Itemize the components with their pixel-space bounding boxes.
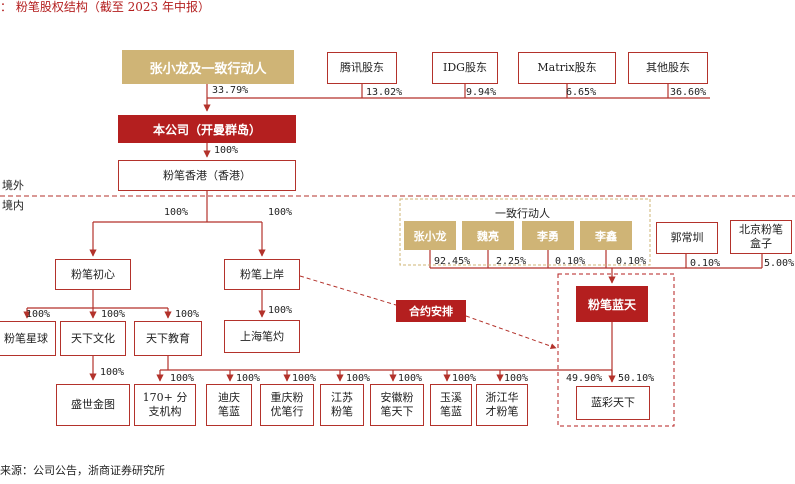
concert-zhang-pct: 92.45% [434,256,471,267]
concert-member-lixin: 李鑫 [580,221,632,250]
chuxin-box: 粉笔初心 [55,259,131,290]
edu-sub-branches: 170+ 分支机构 [134,384,196,426]
concert-member-liyong: 李勇 [522,221,574,250]
region-domestic-label: 境内 [2,199,24,212]
founder-pct: 33.79% [212,85,249,96]
guo-box: 郭常圳 [656,222,718,254]
concert-lixin-pct: 0.10% [616,256,647,267]
figure-title: ： 粉笔股权结构（截至 2023 年中报） [0,0,210,14]
concert-wei-pct: 2.25% [496,256,527,267]
lantian-box: 粉笔蓝天 [576,286,648,322]
idg-box: IDG股东 [432,52,498,84]
tencent-box: 腾讯股东 [327,52,397,84]
edu-sub-3-pct: 100% [292,373,317,384]
wenhua-box: 天下文化 [60,321,126,356]
hk-to-chuxin-pct: 100% [164,207,189,218]
hk-box: 粉笔香港（香港） [118,160,296,191]
vie-box: 合约安排 [396,300,466,322]
region-overseas-label: 境外 [2,179,24,192]
matrix-box: Matrix股东 [518,52,616,84]
idg-pct: 9.94% [466,87,497,98]
wenhua-pct: 100% [101,309,126,320]
edu-sub-1-pct: 100% [170,373,195,384]
fenbihezi-pct: 5.00% [764,258,795,269]
founder-box: 张小龙及一致行动人 [122,50,294,84]
edu-sub-zhejiang: 浙江华 才粉笔 [476,384,528,426]
edu-sub-2-pct: 100% [236,373,261,384]
lancai-from-jiaoyu-pct: 49.90% [566,373,603,384]
xingqiu-box: 粉笔星球 [0,321,56,356]
jiaoyu-box: 天下教育 [134,321,202,356]
shangan-to-shanghai-pct: 100% [268,305,293,316]
lancai-box: 蓝彩天下 [576,386,650,420]
xingqiu-pct: 100% [26,309,51,320]
jiaoyu-pct: 100% [175,309,200,320]
edu-sub-yuxi: 玉溪 笔蓝 [430,384,472,426]
hk-to-shangan-pct: 100% [268,207,293,218]
edu-sub-chongqing: 重庆粉 优笔行 [260,384,314,426]
company-to-hk-pct: 100% [214,145,239,156]
edu-sub-jiangsu: 江苏 粉笔 [320,384,364,426]
edu-sub-5-pct: 100% [398,373,423,384]
edu-sub-diqing: 迪庆 笔蓝 [206,384,252,426]
shengshi-pct: 100% [100,367,125,378]
source-note: 来源：公司公告，浙商证券研究所 [0,464,165,477]
edu-sub-4-pct: 100% [346,373,371,384]
concert-liyong-pct: 0.10% [555,256,586,267]
others-box: 其他股东 [628,52,708,84]
shanghai-box: 上海笔灼 [224,320,300,353]
edu-sub-anhui: 安徽粉 笔天下 [370,384,424,426]
tencent-pct: 13.02% [366,87,403,98]
matrix-pct: 6.65% [566,87,597,98]
edu-sub-6-pct: 100% [452,373,477,384]
shangan-box: 粉笔上岸 [224,259,300,290]
edu-sub-7-pct: 100% [504,373,529,384]
company-box: 本公司（开曼群岛） [118,115,296,143]
concert-member-zhang: 张小龙 [404,221,456,250]
concert-title: 一致行动人 [495,207,550,220]
others-pct: 36.60% [670,87,707,98]
lancai-from-lantian-pct: 50.10% [618,373,655,384]
shengshi-box: 盛世金图 [56,384,130,426]
fenbihezi-box: 北京粉笔盒子 [730,220,792,254]
guo-pct: 0.10% [690,258,721,269]
concert-member-wei: 魏亮 [462,221,514,250]
